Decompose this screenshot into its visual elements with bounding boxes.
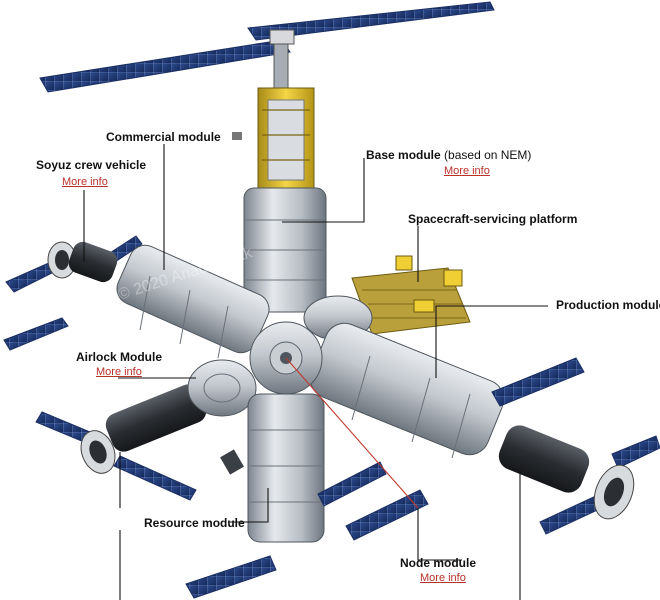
label-node-module: Node module <box>400 556 477 570</box>
soyuz-right <box>491 357 660 535</box>
soyuz-lower-left <box>35 384 207 501</box>
resource-module-body <box>220 393 325 543</box>
label-commercial-module: Commercial module <box>106 130 221 144</box>
leader-lines <box>83 144 548 600</box>
label-airlock-module: Airlock Module <box>76 350 163 364</box>
label-resource-module: Resource module <box>144 516 245 530</box>
more-info-link-base[interactable]: More info <box>444 165 490 177</box>
label-base-module-title: Base module <box>366 148 441 162</box>
more-info-link-soyuz[interactable]: More info <box>62 176 108 188</box>
gold-truss <box>257 87 315 193</box>
label-base-module: Base module (based on NEM) <box>366 148 531 162</box>
production-module-body <box>309 322 505 459</box>
base-module-body <box>232 132 327 313</box>
commercial-module-body <box>116 244 270 359</box>
top-solar-array <box>39 1 495 93</box>
servicing-platform-art <box>303 255 471 341</box>
more-info-link-node[interactable]: More info <box>420 572 466 584</box>
more-info-link-airlock[interactable]: More info <box>96 366 142 378</box>
lower-solar-arrays <box>185 461 429 599</box>
soyuz-upper-left <box>3 235 143 351</box>
label-spacecraft-servicing-platform: Spacecraft-servicing platform <box>408 212 578 226</box>
label-production-module: Production module <box>556 298 660 312</box>
label-base-module-note: (based on NEM) <box>444 148 532 162</box>
airlock-module-body <box>187 359 257 417</box>
label-soyuz-crew-vehicle: Soyuz crew vehicle <box>36 158 147 172</box>
